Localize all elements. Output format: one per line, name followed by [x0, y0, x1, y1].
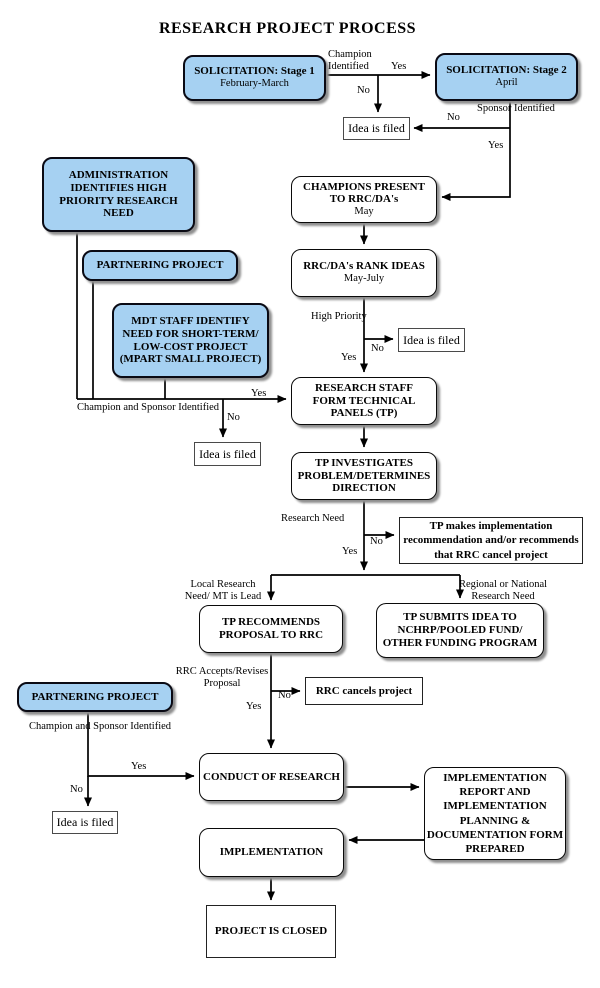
node-title: CONDUCT OF RESEARCH — [203, 770, 340, 783]
edge-label-high-priority: High Priority — [311, 311, 367, 322]
edge-label-no: No — [447, 112, 460, 123]
node-idea-is-filed-4: Idea is filed — [52, 811, 118, 834]
node-subtitle: April — [495, 77, 518, 89]
edge-label-no: No — [371, 343, 384, 354]
node-tp-submits-idea: TP SUBMITS IDEA TO NCHRP/POOLED FUND/ OT… — [376, 603, 544, 658]
node-title: PARTNERING PROJECT — [96, 259, 224, 272]
node-title: IMPLEMENTATION REPORT AND IMPLEMENTATION… — [426, 771, 564, 856]
node-title: SOLICITATION: Stage 1 — [194, 65, 315, 78]
node-solicitation-stage-2: SOLICITATION: Stage 2 April — [435, 53, 578, 101]
node-rrc-cancels-project: RRC cancels project — [305, 677, 423, 705]
node-implementation-report: IMPLEMENTATION REPORT AND IMPLEMENTATION… — [424, 767, 566, 860]
node-conduct-of-research: CONDUCT OF RESEARCH — [199, 753, 344, 801]
edge-label-champion-sponsor-identified: Champion and Sponsor Identified — [29, 721, 172, 732]
node-champions-present: CHAMPIONS PRESENT TO RRC/DA's May — [291, 176, 437, 223]
node-rrc-rank-ideas: RRC/DA's RANK IDEAS May-July — [291, 249, 437, 297]
edge-label-no: No — [227, 412, 240, 423]
edge-label-champion-sponsor-identified: Champion and Sponsor Identified — [77, 402, 220, 413]
node-title: CHAMPIONS PRESENT TO RRC/DA's — [303, 180, 425, 206]
edge-label-regional-research-need: Regional or National Research Need — [458, 579, 548, 602]
node-title: Idea is filed — [56, 815, 114, 830]
node-mdt-staff-identify: MDT STAFF IDENTIFY NEED FOR SHORT-TERM/ … — [112, 303, 269, 378]
edge-label-yes: Yes — [488, 140, 504, 151]
node-title: Idea is filed — [403, 332, 460, 347]
edge-label-research-need: Research Need — [281, 513, 345, 524]
node-title: TP makes implementation recommendation a… — [403, 519, 579, 561]
node-project-is-closed: PROJECT IS CLOSED — [206, 905, 336, 958]
edge-label-sponsor-identified: Sponsor Identified — [477, 103, 555, 114]
node-partnering-project-2: PARTNERING PROJECT — [17, 682, 173, 712]
node-title: ADMINISTRATION IDENTIFIES HIGH PRIORITY … — [59, 168, 178, 220]
node-subtitle: May — [354, 206, 374, 218]
edge-label-no: No — [278, 690, 291, 701]
node-partnering-project-1: PARTNERING PROJECT — [82, 250, 238, 281]
node-implementation: IMPLEMENTATION — [199, 828, 344, 877]
edge-label-yes: Yes — [131, 761, 147, 772]
edge-label-no: No — [370, 536, 383, 547]
edge-label-no: No — [357, 85, 370, 96]
node-title: RRC/DA's RANK IDEAS — [303, 260, 425, 273]
edge-label-yes: Yes — [342, 546, 358, 557]
edge-label-no: No — [70, 784, 83, 795]
node-administration-identifies-need: ADMINISTRATION IDENTIFIES HIGH PRIORITY … — [42, 157, 195, 232]
node-idea-is-filed-1: Idea is filed — [343, 117, 410, 140]
edge-label-champion-identified: Champion Identified — [328, 49, 372, 72]
node-title: RESEARCH STAFF FORM TECHNICAL PANELS (TP… — [312, 381, 416, 420]
node-title: SOLICITATION: Stage 2 — [446, 64, 567, 77]
edge-label-yes: Yes — [391, 61, 407, 72]
node-title: MDT STAFF IDENTIFY NEED FOR SHORT-TERM/ … — [119, 314, 262, 366]
node-subtitle: February-March — [220, 78, 289, 90]
node-tp-recommends-proposal: TP RECOMMENDS PROPOSAL TO RRC — [199, 605, 343, 653]
edge-label-rrc-accepts-revises: RRC Accepts/Revises Proposal — [175, 666, 269, 689]
node-title: Idea is filed — [348, 121, 405, 136]
edge-label-yes: Yes — [251, 388, 267, 399]
edge-label-yes: Yes — [341, 352, 357, 363]
edge-label-local-research-need: Local Research Need/ MT is Lead — [184, 579, 262, 602]
node-tp-makes-recommendation: TP makes implementation recommendation a… — [399, 517, 583, 564]
edge-label-yes: Yes — [246, 701, 262, 712]
node-title: RRC cancels project — [315, 684, 413, 697]
node-title: TP INVESTIGATES PROBLEM/DETERMINES DIREC… — [297, 456, 431, 495]
node-tp-investigates: TP INVESTIGATES PROBLEM/DETERMINES DIREC… — [291, 452, 437, 500]
page-title: RESEARCH PROJECT PROCESS — [158, 20, 417, 37]
node-title: PARTNERING PROJECT — [31, 690, 159, 703]
node-research-staff-form-panels: RESEARCH STAFF FORM TECHNICAL PANELS (TP… — [291, 377, 437, 425]
node-title: IMPLEMENTATION — [219, 846, 324, 859]
node-idea-is-filed-3: Idea is filed — [194, 442, 261, 466]
node-title: PROJECT IS CLOSED — [214, 925, 328, 938]
node-title: TP RECOMMENDS PROPOSAL TO RRC — [218, 616, 324, 641]
node-solicitation-stage-1: SOLICITATION: Stage 1 February-March — [183, 55, 326, 101]
node-subtitle: May-July — [343, 273, 385, 285]
node-title: Idea is filed — [199, 446, 256, 461]
node-idea-is-filed-2: Idea is filed — [398, 328, 465, 352]
node-title: TP SUBMITS IDEA TO NCHRP/POOLED FUND/ OT… — [382, 611, 538, 649]
